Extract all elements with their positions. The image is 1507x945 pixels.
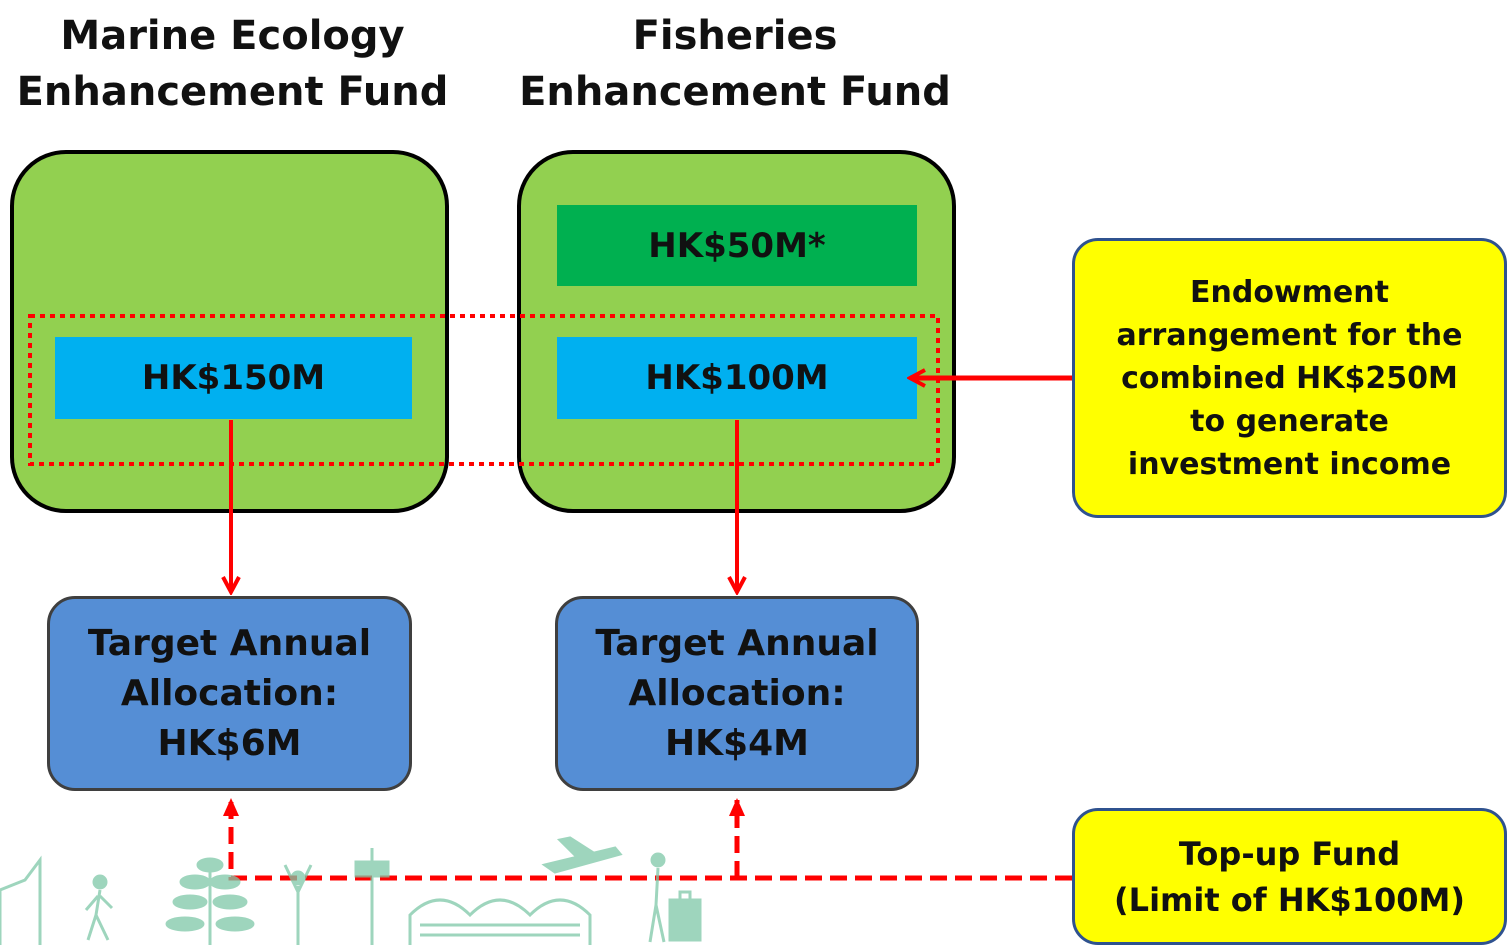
- tree-icon: [165, 857, 255, 945]
- cheering-person-icon: [283, 864, 313, 945]
- marine-endowment-bar: HK$150M: [55, 337, 412, 419]
- walking-person-icon: [84, 874, 114, 941]
- combined-endowment-outline: [28, 314, 940, 466]
- control-tower-icon: [354, 848, 390, 945]
- traveller-icon: [648, 852, 702, 943]
- topup-fund-callout: Top-up Fund (Limit of HK$100M): [1072, 808, 1507, 945]
- fisheries-allocation-box: Target Annual Allocation: HK$4M: [555, 596, 919, 791]
- building-icon: [0, 855, 42, 945]
- fisheries-extra-bar: HK$50M*: [557, 205, 917, 286]
- terminal-building-icon: [408, 898, 592, 945]
- airplane-icon: [541, 836, 623, 874]
- marine-fund-title: Marine Ecology Enhancement Fund: [16, 13, 449, 115]
- fisheries-fund-title: Fisheries Enhancement Fund: [519, 13, 951, 115]
- skyline-decoration: [0, 836, 702, 945]
- marine-allocation-box: Target Annual Allocation: HK$6M: [47, 596, 412, 791]
- endowment-note-callout: Endowment arrangement for the combined H…: [1072, 238, 1507, 518]
- fisheries-endowment-bar: HK$100M: [557, 337, 917, 419]
